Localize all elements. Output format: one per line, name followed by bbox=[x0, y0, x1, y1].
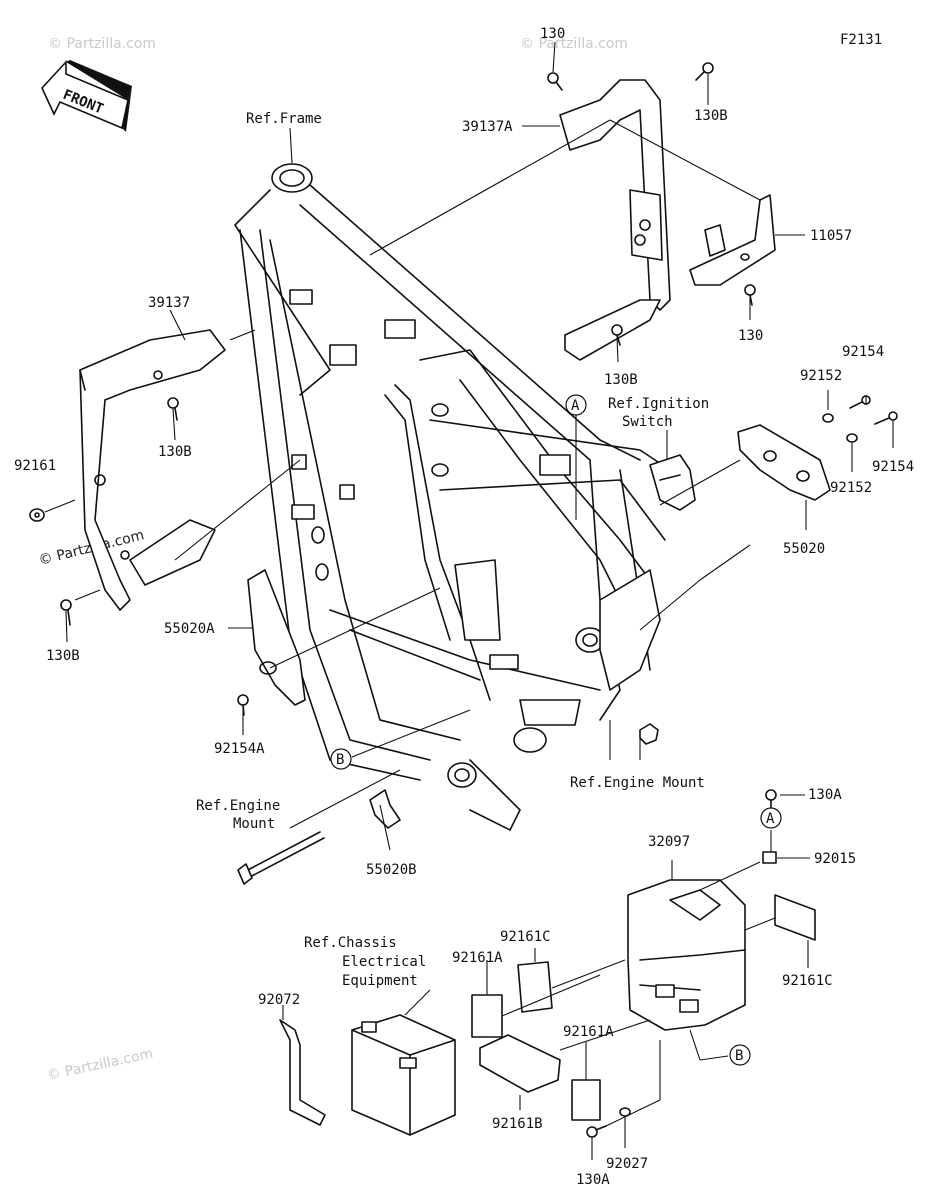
watermark-bottom-left: © Partzilla.com bbox=[46, 1046, 155, 1084]
ref-circle-b-left: B bbox=[330, 748, 352, 770]
leader-lines bbox=[44, 41, 894, 1160]
label-55020b: 55020B bbox=[366, 862, 417, 878]
label-92161b: 92161B bbox=[492, 1116, 543, 1132]
label-92161a-bottom: 92161A bbox=[563, 1024, 614, 1040]
front-arrow-icon: FRONT bbox=[41, 59, 132, 132]
label-92154-right: 92154 bbox=[872, 459, 914, 475]
bracket-39137a bbox=[559, 79, 671, 361]
label-ref-ignition-1: Ref.Ignition bbox=[608, 396, 709, 412]
bracket-39137 bbox=[79, 329, 226, 611]
pad-92161b bbox=[479, 1034, 561, 1093]
svg-text:A: A bbox=[766, 811, 775, 827]
ignition-bracket bbox=[649, 454, 696, 511]
pad-92161a-top bbox=[471, 994, 503, 1038]
bolt-130b-bottom-left bbox=[60, 599, 72, 626]
washer-92027 bbox=[619, 1107, 631, 1117]
label-92161c-top: 92161C bbox=[500, 929, 551, 945]
label-32097: 32097 bbox=[648, 834, 690, 850]
label-ref-chassis-2: Electrical bbox=[342, 954, 426, 970]
label-11057: 11057 bbox=[810, 228, 852, 244]
svg-text:B: B bbox=[336, 752, 344, 768]
pad-92161c-right bbox=[774, 894, 816, 941]
nut-engine-mount-right bbox=[639, 723, 659, 745]
pad-92161a-bottom bbox=[571, 1079, 601, 1121]
clip-55020b bbox=[369, 789, 401, 829]
label-92072: 92072 bbox=[258, 992, 300, 1008]
svg-text:B: B bbox=[735, 1048, 743, 1064]
bolt-130-mid bbox=[744, 284, 756, 306]
label-130b-bottom-left: 130B bbox=[46, 648, 80, 664]
label-ref-chassis-1: Ref.Chassis bbox=[304, 935, 397, 951]
ref-circle-a-right: A bbox=[760, 807, 782, 829]
pad-92161c-top bbox=[517, 961, 553, 1013]
motorcycle-frame bbox=[234, 163, 671, 831]
label-92152-right: 92152 bbox=[830, 480, 872, 496]
label-39137a: 39137A bbox=[462, 119, 513, 135]
washer-92152-top bbox=[822, 413, 834, 423]
label-ref-engine-mount-left-2: Mount bbox=[233, 816, 275, 832]
ref-circle-b-bottom: B bbox=[729, 1044, 751, 1066]
label-ref-engine-mount-left-1: Ref.Engine bbox=[196, 798, 280, 814]
nut-92015 bbox=[762, 851, 777, 864]
nut-92161 bbox=[29, 508, 45, 522]
label-ref-engine-mount-right: Ref.Engine Mount bbox=[570, 775, 705, 791]
bolt-130-top bbox=[547, 72, 563, 91]
bolt-130b-top-right bbox=[695, 62, 714, 81]
label-ref-frame: Ref.Frame bbox=[246, 111, 322, 127]
label-55020: 55020 bbox=[783, 541, 825, 557]
washer-92152-right bbox=[846, 433, 858, 443]
svg-text:A: A bbox=[571, 398, 580, 414]
label-ref-ignition-2: Switch bbox=[622, 414, 673, 430]
label-130a-right: 130A bbox=[808, 787, 842, 803]
label-130b-top-right: 130B bbox=[694, 108, 728, 124]
engine-mount-bolt bbox=[237, 831, 325, 885]
battery-icon bbox=[351, 1014, 456, 1136]
label-92027: 92027 bbox=[606, 1156, 648, 1172]
bolt-130b-left bbox=[167, 397, 179, 421]
cover-55020 bbox=[737, 424, 831, 501]
label-39137: 39137 bbox=[148, 295, 190, 311]
label-55020a: 55020A bbox=[164, 621, 215, 637]
ref-circle-a-top: A bbox=[565, 394, 587, 416]
label-92154-top: 92154 bbox=[842, 344, 884, 360]
battery-case-32097 bbox=[627, 879, 746, 1031]
bolt-92154-right bbox=[874, 411, 898, 425]
label-92161: 92161 bbox=[14, 458, 56, 474]
watermark-top-right: © Partzilla.com bbox=[520, 36, 628, 52]
label-92161a-top: 92161A bbox=[452, 950, 503, 966]
label-92015: 92015 bbox=[814, 851, 856, 867]
bracket-11057 bbox=[689, 194, 776, 286]
label-130b-left: 130B bbox=[158, 444, 192, 460]
label-ref-chassis-3: Equipment bbox=[342, 973, 418, 989]
cover-55020a bbox=[247, 569, 306, 706]
bolt-130a-bottom bbox=[586, 1125, 607, 1138]
strap-92072 bbox=[279, 1019, 326, 1126]
label-92152-top: 92152 bbox=[800, 368, 842, 384]
watermark-top-left: © Partzilla.com bbox=[48, 36, 156, 52]
label-130-top: 130 bbox=[540, 26, 565, 42]
label-130a-bottom: 130A bbox=[576, 1172, 610, 1188]
diagram-code: F2131 bbox=[840, 32, 882, 48]
bolt-92154-top bbox=[849, 395, 871, 409]
label-130-mid: 130 bbox=[738, 328, 763, 344]
label-92154a: 92154A bbox=[214, 741, 265, 757]
label-92161c-right: 92161C bbox=[782, 973, 833, 989]
bolt-130a-right bbox=[765, 789, 777, 809]
label-130b-mid: 130B bbox=[604, 372, 638, 388]
